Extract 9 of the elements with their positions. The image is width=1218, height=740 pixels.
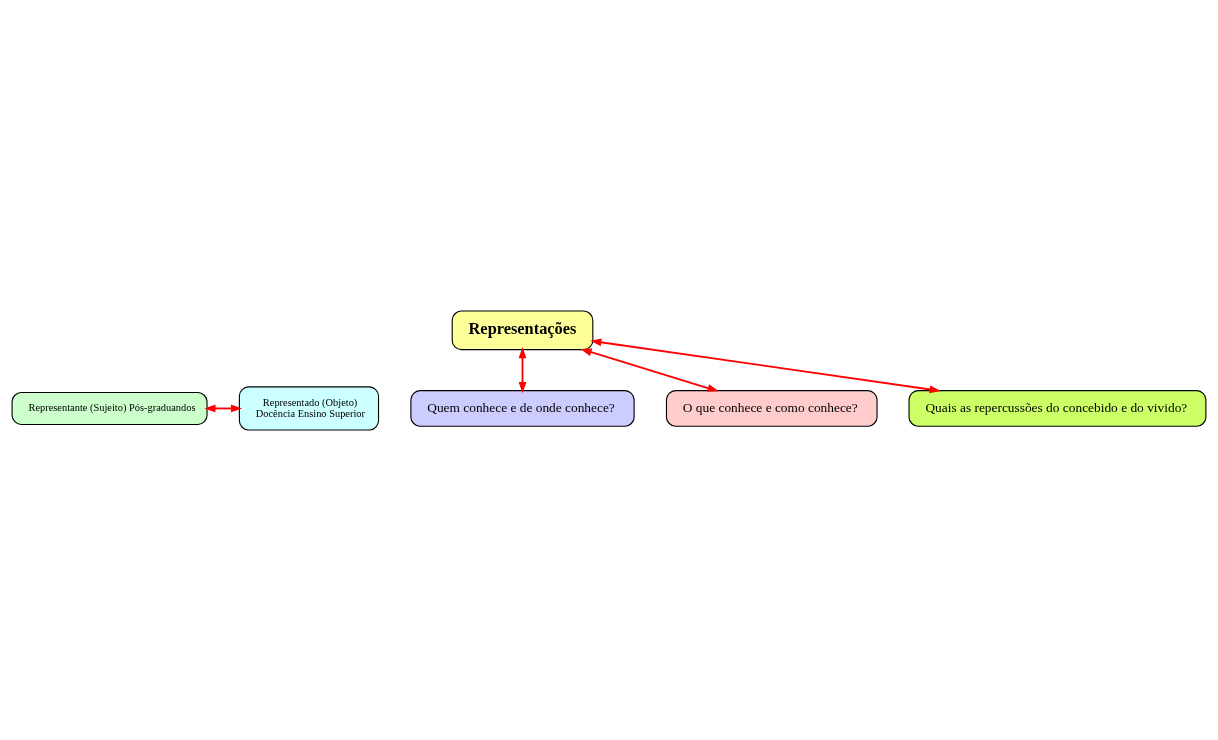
node-box: O que conhece e como conhece? (665, 389, 878, 427)
node-box: Quais as repercussões do concebido e do vivido? (908, 389, 1207, 427)
arrow (518, 346, 527, 393)
arrow (580, 347, 719, 392)
arrow (590, 337, 941, 393)
node-box: Representado (Objeto) Docência Ensino Superior (238, 385, 380, 431)
node-box: Quem conhece e de onde conhece? (410, 389, 635, 427)
node-box: Representante (Sujeito) Pós-graduandos (11, 391, 208, 425)
node-box: Representações (451, 309, 594, 350)
